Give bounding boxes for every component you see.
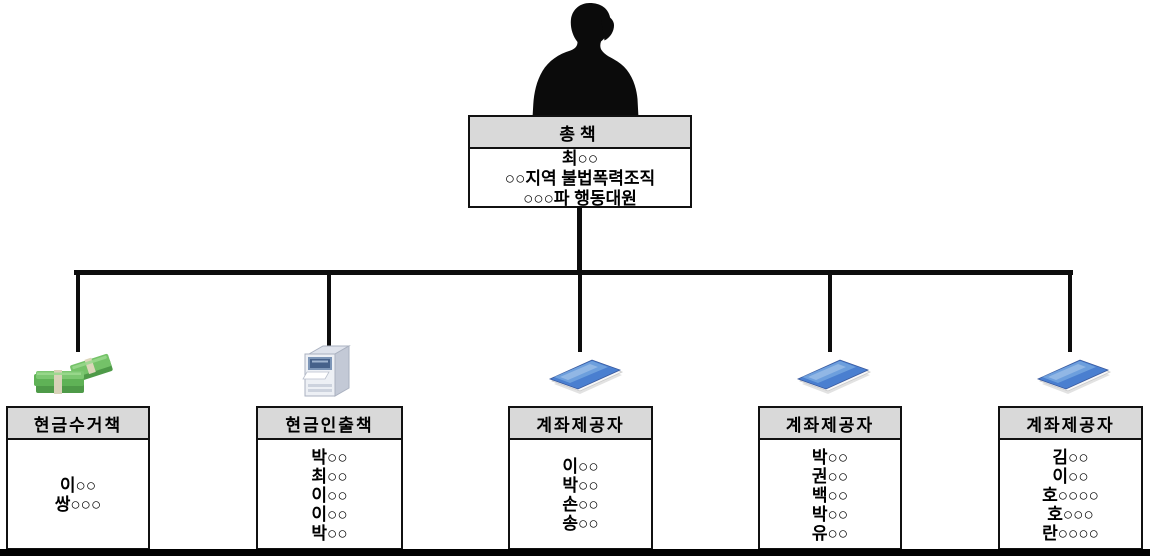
branch-title: 현금인출책 — [258, 408, 401, 440]
branch-node-account-provider-2: 계좌제공자 박○○권○○백○○박○○유○○ — [758, 406, 902, 550]
branch-node-account-provider-1: 계좌제공자 이○○박○○손○○송○○ — [508, 406, 653, 550]
connector-drop-1 — [76, 274, 80, 352]
connector-stem — [577, 206, 582, 272]
branch-node-account-provider-3: 계좌제공자 김○○이○○호○○○○호○○○란○○○○ — [998, 406, 1143, 550]
boss-name: 최○○ — [561, 148, 599, 168]
member-name: 이○○ — [1052, 466, 1089, 486]
connector-drop-2 — [327, 274, 331, 352]
boss-person-silhouette-icon — [532, 3, 639, 118]
branch-member-list: 박○○권○○백○○박○○유○○ — [760, 440, 900, 550]
member-name: 호○○○ — [1047, 504, 1094, 524]
boss-role: ○○○파 행동대원 — [523, 188, 637, 208]
member-name: 권○○ — [811, 466, 849, 486]
branch-title: 계좌제공자 — [510, 408, 651, 440]
branch-node-cash-collector: 현금수거책 이○○쌍○○○ — [6, 406, 150, 550]
branch-node-cash-withdrawer: 현금인출책 박○○최○○이○○이○○박○○ — [256, 406, 403, 550]
branch-member-list: 이○○쌍○○○ — [8, 440, 148, 550]
passbook-icon — [1036, 359, 1112, 394]
branch-title: 계좌제공자 — [1000, 408, 1141, 440]
member-name: 쌍○○○ — [54, 495, 102, 514]
passbook-icon — [796, 359, 872, 394]
connector-bus — [74, 270, 1073, 275]
member-name: 란○○○○ — [1042, 523, 1099, 543]
member-name: 박○○ — [562, 476, 599, 495]
member-name: 김○○ — [1052, 447, 1089, 467]
connector-drop-5 — [1068, 274, 1072, 352]
connector-drop-4 — [828, 274, 832, 352]
connector-drop-3 — [578, 274, 582, 352]
passbook-icon — [548, 359, 624, 394]
boss-node-title: 총책 — [470, 117, 690, 149]
boss-node: 총책 최○○ ○○지역 불법폭력조직 ○○○파 행동대원 — [468, 115, 692, 208]
member-name: 박○○ — [811, 447, 849, 467]
member-name: 박○○ — [811, 504, 849, 524]
atm-icon — [302, 345, 351, 397]
member-name: 이○○ — [562, 457, 599, 476]
cash-bundle-icon — [34, 353, 113, 394]
member-name: 유○○ — [811, 523, 849, 543]
member-name: 최○○ — [311, 466, 348, 486]
branch-member-list: 박○○최○○이○○이○○박○○ — [258, 440, 401, 550]
bottom-border-bar — [0, 549, 1150, 556]
branch-member-list: 김○○이○○호○○○○호○○○란○○○○ — [1000, 440, 1141, 550]
member-name: 이○○ — [311, 504, 348, 524]
branch-title: 계좌제공자 — [760, 408, 900, 440]
member-name: 이○○ — [59, 476, 97, 495]
member-name: 손○○ — [562, 495, 599, 514]
member-name: 이○○ — [311, 485, 348, 505]
branch-member-list: 이○○박○○손○○송○○ — [510, 440, 651, 550]
member-name: 박○○ — [311, 523, 348, 543]
member-name: 백○○ — [811, 485, 849, 505]
member-name: 송○○ — [562, 514, 599, 533]
member-name: 호○○○○ — [1042, 485, 1099, 505]
member-name: 박○○ — [311, 447, 348, 467]
branch-title: 현금수거책 — [8, 408, 148, 440]
boss-organization: ○○지역 불법폭력조직 — [504, 168, 656, 188]
boss-node-body: 최○○ ○○지역 불법폭력조직 ○○○파 행동대원 — [470, 149, 690, 208]
